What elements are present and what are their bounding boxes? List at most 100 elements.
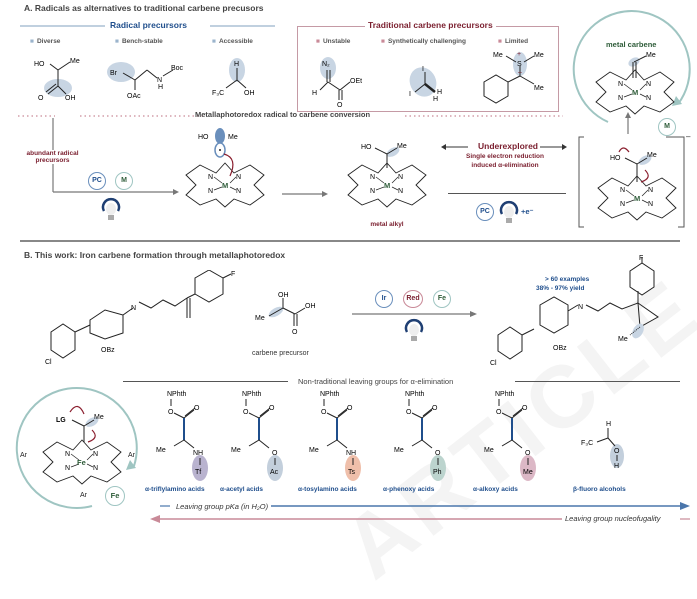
lg-atom-label: O: [525, 450, 531, 457]
oxygen-label: O: [243, 409, 249, 416]
metal-carbene-title: metal carbene: [606, 40, 657, 49]
lg-group-label: Tf: [195, 469, 201, 476]
leaving-groups-header: Non-traditional leaving groups for α-eli…: [298, 377, 454, 386]
bullet-unstable: ■Unstable: [316, 38, 351, 45]
bond: [375, 186, 385, 191]
traditional-precursors-header: Traditional carbene precursors: [365, 20, 496, 30]
bond: [375, 176, 385, 184]
bond: [391, 186, 399, 191]
nitrogen-atom: N: [236, 188, 241, 195]
nitrogen-atom: N: [646, 95, 651, 102]
leaving-group-class: NPhth O O Me O Me α-alkoxy acids: [473, 388, 548, 493]
leaving-group-structure: NPhth O O Me O Me: [484, 391, 536, 481]
iron-catalyst-badge: Fe: [105, 486, 125, 506]
svg-text:H: H: [234, 61, 239, 68]
lg-atom-label: O: [614, 448, 620, 455]
leaving-group-structure: H F₃C O H: [581, 421, 624, 470]
bond: [623, 93, 633, 98]
svg-text:Me: Me: [534, 85, 544, 92]
nitrogen-atom: N: [93, 465, 98, 472]
svg-text:I: I: [409, 91, 411, 98]
nucleofugality-label: Leaving group nucleofugality: [562, 514, 664, 523]
lg-group-label: Ts: [348, 469, 356, 476]
bond: [391, 176, 399, 184]
oxygen-label: O: [406, 409, 412, 416]
nitrogen-atom: N: [65, 451, 70, 458]
bond: [229, 176, 237, 184]
substrate-structure: F N OBz Cl: [45, 270, 235, 365]
svg-text:OH: OH: [244, 90, 255, 97]
nitrogen-atom: N: [620, 187, 625, 194]
h-label: H: [606, 421, 611, 428]
svg-text:OEt: OEt: [350, 78, 362, 85]
abundant-precursors-label: abundant radical precursors: [15, 150, 90, 164]
metal-atom: M: [222, 181, 228, 190]
nitrogen-atom: N: [648, 201, 653, 208]
diazo-ester-structure: N₂ H OEt O: [312, 57, 362, 107]
metal-atom: M: [634, 194, 640, 203]
light-bulb-icon-3: [404, 318, 424, 341]
nitrogen-atom: N: [370, 188, 375, 195]
lg-group-label: Ph: [433, 469, 442, 476]
svg-text:Cl: Cl: [45, 359, 52, 365]
bullet-accessible: ■Accessible: [212, 38, 253, 45]
oxygen-label: O: [321, 409, 327, 416]
svg-text:N: N: [578, 304, 583, 311]
nitrogen-atom: N: [618, 95, 623, 102]
section-b-title: B. This work: Iron carbene formation thr…: [24, 250, 286, 260]
svg-text:HO: HO: [34, 61, 45, 68]
leaving-group-class: NPhth O O Me NH Tf α-triflylamino acids: [145, 388, 220, 493]
leaving-group-caption: β-fluoro alcohols: [573, 486, 626, 493]
leaving-group-structure: NPhth O O Me O Ac: [231, 391, 283, 481]
nitrogen-atom: N: [208, 188, 213, 195]
electron-label: +e⁻: [521, 207, 534, 216]
nitrogen-atom: N: [65, 465, 70, 472]
nphth-label: NPhth: [167, 391, 187, 398]
svg-text:Me: Me: [646, 52, 656, 59]
nphth-label: NPhth: [405, 391, 425, 398]
catalyst-badge-red: Red: [403, 290, 423, 308]
porphyrin-ring: [42, 439, 122, 485]
nitrogen-atom: N: [618, 81, 623, 88]
trifluoroethanol-structure: H F₃C OH: [212, 58, 255, 97]
nitrogen-atom: N: [620, 201, 625, 208]
scope-examples: > 60 examples: [545, 276, 590, 283]
carbonyl-o-label: O: [347, 405, 353, 412]
aryl-bottom: Ar: [80, 492, 87, 499]
svg-text:H: H: [312, 90, 317, 97]
bond: [70, 453, 80, 461]
nitrogen-atom: N: [648, 187, 653, 194]
svg-text:H: H: [158, 84, 163, 91]
leaving-group-class: NPhth O O Me O Ph α-phenoxy acids: [383, 388, 458, 493]
svg-text:LG: LG: [56, 417, 66, 424]
light-bulb-icon-2: [499, 200, 519, 223]
scope-yield: 38% - 97% yield: [536, 285, 585, 292]
svg-text:HO: HO: [198, 134, 209, 141]
bromo-carbamate-structure: Br N H Boc OAc: [107, 62, 184, 100]
cf3-label: F₃C: [581, 440, 593, 447]
nphth-label: NPhth: [320, 391, 340, 398]
bond: [213, 186, 223, 191]
product-structure: F N OBz Cl Me: [490, 255, 659, 365]
iron-cycle: [15, 386, 138, 509]
carbene-precursor-structure: OH OH Me O: [255, 292, 316, 336]
nitrogen-atom: N: [398, 174, 403, 181]
bond: [70, 463, 80, 468]
nitrogen-atom: N: [370, 174, 375, 181]
anion-bracket: [578, 136, 685, 228]
svg-text:–: –: [518, 69, 522, 76]
nphth-label: NPhth: [242, 391, 262, 398]
anion-ligand: HO Me: [610, 147, 657, 183]
radical-precursors-rule: [20, 25, 275, 27]
metal-alkyl-caption: metal alkyl: [370, 221, 404, 228]
leaving-group-caption: α-acetyl acids: [220, 486, 264, 493]
bullet-diverse: ■Diverse: [30, 38, 61, 45]
leaving-group-caption: α-alkoxy acids: [473, 486, 518, 493]
metal-atom: M: [632, 88, 638, 97]
leaving-group-structure: NPhth O O Me O Ph: [394, 391, 446, 481]
svg-text:+: +: [517, 51, 521, 58]
svg-text:Me: Me: [493, 52, 503, 59]
